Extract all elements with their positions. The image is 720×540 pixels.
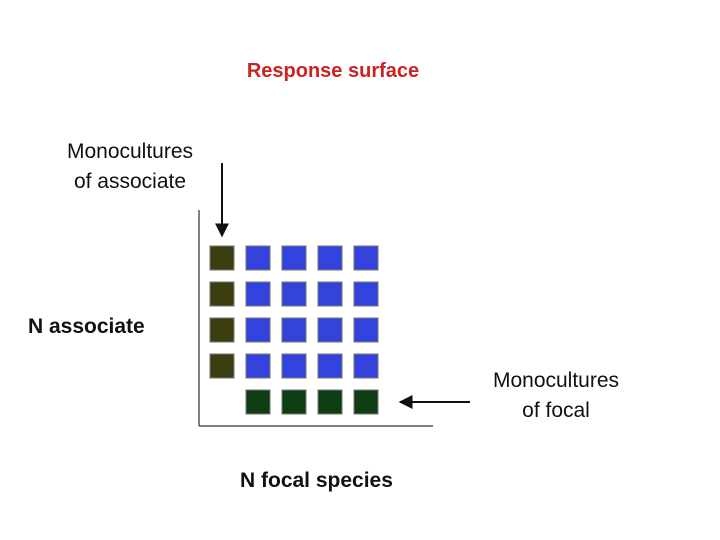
plot-grid [209, 245, 379, 415]
focal-monoculture-square-r4-c2 [281, 389, 307, 415]
mixture-square-r0-c1 [245, 245, 271, 271]
focal-monoculture-square-r4-c4 [353, 389, 379, 415]
mixture-square-r0-c3 [317, 245, 343, 271]
focal-monoculture-square-r4-c1 [245, 389, 271, 415]
associate-monoculture-square-r1-c0 [209, 281, 235, 307]
mixture-square-r3-c2 [281, 353, 307, 379]
mixture-square-r3-c1 [245, 353, 271, 379]
label-n-associate: N associate [28, 315, 145, 338]
associate-monoculture-square-r0-c0 [209, 245, 235, 271]
label-monocultures-associate-line2: of associate [73, 170, 187, 193]
mixture-square-r1-c2 [281, 281, 307, 307]
mixture-square-r2-c3 [317, 317, 343, 343]
label-monocultures-focal: Monocultures of focal [474, 366, 638, 426]
label-monocultures-focal-line2: of focal [522, 399, 590, 422]
mixture-square-r2-c4 [353, 317, 379, 343]
mixture-square-r1-c4 [353, 281, 379, 307]
label-monocultures-associate-line1: Monocultures [66, 140, 194, 163]
mixture-square-r0-c4 [353, 245, 379, 271]
label-n-focal-species: N focal species [240, 469, 393, 492]
mixture-square-r2-c2 [281, 317, 307, 343]
diagram-title: Response surface [246, 60, 420, 82]
label-monocultures-focal-line1: Monocultures [492, 369, 620, 392]
focal-monoculture-square-r4-c3 [317, 389, 343, 415]
mixture-square-r2-c1 [245, 317, 271, 343]
mixture-square-r3-c3 [317, 353, 343, 379]
mixture-square-r1-c1 [245, 281, 271, 307]
mixture-square-r1-c3 [317, 281, 343, 307]
associate-monoculture-square-r2-c0 [209, 317, 235, 343]
mixture-square-r3-c4 [353, 353, 379, 379]
associate-monoculture-square-r3-c0 [209, 353, 235, 379]
label-monocultures-associate: Monocultures of associate [44, 137, 216, 197]
mixture-square-r0-c2 [281, 245, 307, 271]
